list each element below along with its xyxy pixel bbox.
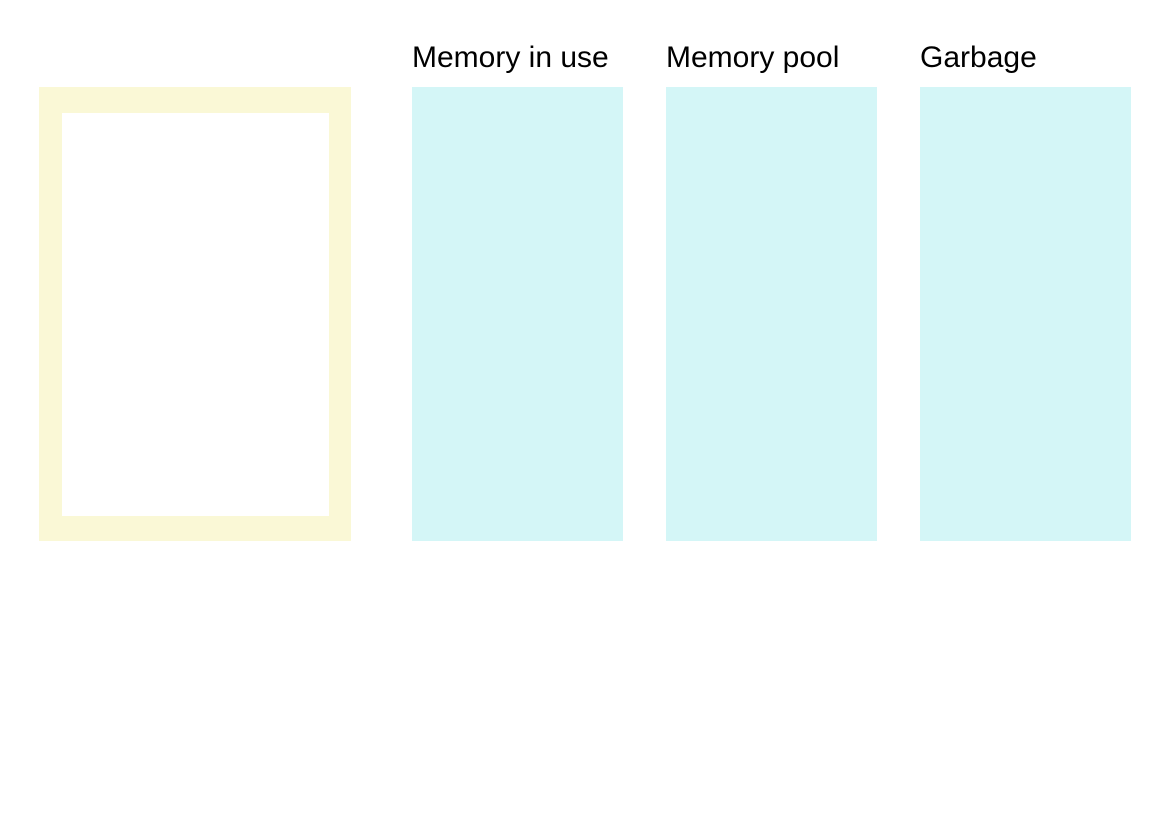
column-block-memory-in-use <box>412 87 623 541</box>
column-label-garbage: Garbage <box>920 41 1037 74</box>
column-block-garbage <box>920 87 1131 541</box>
empty-framed-box <box>39 87 351 541</box>
column-label-memory-in-use: Memory in use <box>412 41 609 74</box>
column-block-memory-pool <box>666 87 877 541</box>
column-label-memory-pool: Memory pool <box>666 41 840 74</box>
